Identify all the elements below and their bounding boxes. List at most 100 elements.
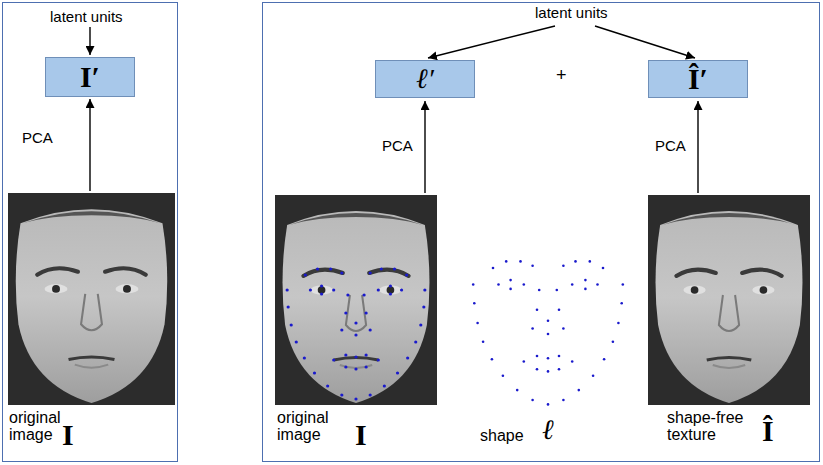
nose	[81, 294, 102, 330]
landmark-dot	[389, 284, 392, 287]
landmark-dot	[287, 305, 290, 308]
flow-arrow	[89, 27, 90, 55]
landmark-dot	[473, 302, 476, 305]
landmark-dot	[320, 292, 323, 295]
flow-arrow	[424, 101, 425, 193]
landmark-dot	[406, 356, 409, 359]
eyebrow	[37, 268, 78, 274]
landmark-dot	[547, 357, 550, 360]
landmark-dot	[377, 358, 380, 361]
landmark-dot	[383, 384, 386, 387]
landmark-dot	[344, 365, 347, 368]
eye	[45, 284, 68, 293]
eyebrow	[742, 270, 781, 276]
landmark-dot	[536, 368, 539, 371]
lip	[75, 365, 108, 368]
landmark-dot	[531, 327, 534, 330]
mouth	[707, 358, 752, 361]
landmark-dot	[476, 322, 479, 325]
landmark-dot	[574, 260, 577, 263]
flow-arrow	[428, 26, 555, 58]
landmark-dot	[332, 358, 335, 361]
caption-label: latent units	[535, 5, 608, 21]
landmark-dot	[316, 267, 319, 270]
landmark-dot	[547, 320, 550, 323]
landmark-dot	[531, 265, 534, 268]
landmark-dot	[365, 311, 368, 314]
latent-box: I′	[45, 57, 135, 97]
landmark-dot	[612, 340, 615, 343]
landmark-dot	[354, 397, 357, 400]
symbol-label: ℓ′	[416, 65, 434, 93]
nose	[346, 295, 366, 331]
landmark-dot	[547, 370, 550, 373]
flow-arrow	[697, 101, 698, 193]
landmark-dot	[309, 288, 312, 291]
eye	[752, 286, 774, 295]
landmark-dot	[472, 283, 475, 286]
landmark-dot	[393, 267, 396, 270]
shape-points	[472, 260, 624, 406]
landmark-dot	[365, 365, 368, 368]
landmark-dot	[400, 288, 403, 291]
hairline	[289, 213, 423, 225]
landmark-dot	[523, 360, 526, 363]
image-label: original image	[277, 410, 347, 444]
landmark-dot	[340, 271, 343, 274]
landmark-dot	[556, 289, 559, 292]
landmark-dot	[492, 267, 495, 270]
symbol-label: I′	[80, 62, 100, 92]
landmark-dot	[344, 311, 347, 314]
landmark-dot	[396, 371, 399, 374]
landmark-dot	[602, 267, 605, 270]
landmark-dot	[617, 322, 620, 325]
landmark-dot	[295, 340, 298, 343]
landmark-dot	[558, 309, 561, 312]
plus-sign: +	[556, 66, 567, 85]
step-label: PCA	[655, 138, 686, 154]
eyebrow	[369, 270, 408, 276]
pupil	[760, 286, 768, 294]
face-shape	[283, 211, 430, 403]
image-label: shape-free texture	[667, 410, 757, 444]
landmark-dot	[558, 368, 561, 371]
panel: latent units+PCAPCAoriginal imageIshapeℓ…	[262, 2, 820, 462]
landmark-dot	[290, 323, 293, 326]
eyebrow	[676, 270, 715, 276]
nose	[719, 295, 739, 331]
landmark-dot	[491, 358, 494, 361]
landmark-dot	[558, 355, 561, 358]
landmark-dot	[423, 288, 426, 291]
landmark-dot	[369, 328, 372, 331]
landmark-dot	[531, 399, 534, 402]
face-shape	[656, 211, 803, 403]
landmark-dot	[505, 260, 508, 263]
landmark-dot	[536, 309, 539, 312]
landmark-dot	[340, 328, 343, 331]
landmark-dot	[562, 399, 565, 402]
landmark-dot	[389, 292, 392, 295]
landmark-dot	[313, 371, 316, 374]
landmark-dot	[519, 260, 522, 263]
landmark-dot	[320, 284, 323, 287]
landmark-dot	[562, 265, 565, 268]
pupil	[691, 286, 699, 294]
step-label: PCA	[22, 130, 53, 146]
landmark-dot	[346, 293, 349, 296]
landmark-dot	[584, 288, 587, 291]
landmark-dot	[603, 358, 606, 361]
landmark-dot	[620, 302, 623, 305]
latent-box: Î′	[648, 60, 748, 98]
face-photo	[8, 193, 175, 405]
landmark-dot	[523, 283, 526, 286]
landmark-dot	[509, 279, 512, 282]
eye	[116, 284, 139, 293]
landmark-dot	[377, 288, 380, 291]
mouth	[69, 357, 115, 360]
step-label: PCA	[382, 138, 413, 154]
caption-label: latent units	[50, 9, 123, 25]
landmark-dot	[589, 260, 592, 263]
landmark-dot	[516, 389, 519, 392]
landmark-dot	[562, 327, 565, 330]
